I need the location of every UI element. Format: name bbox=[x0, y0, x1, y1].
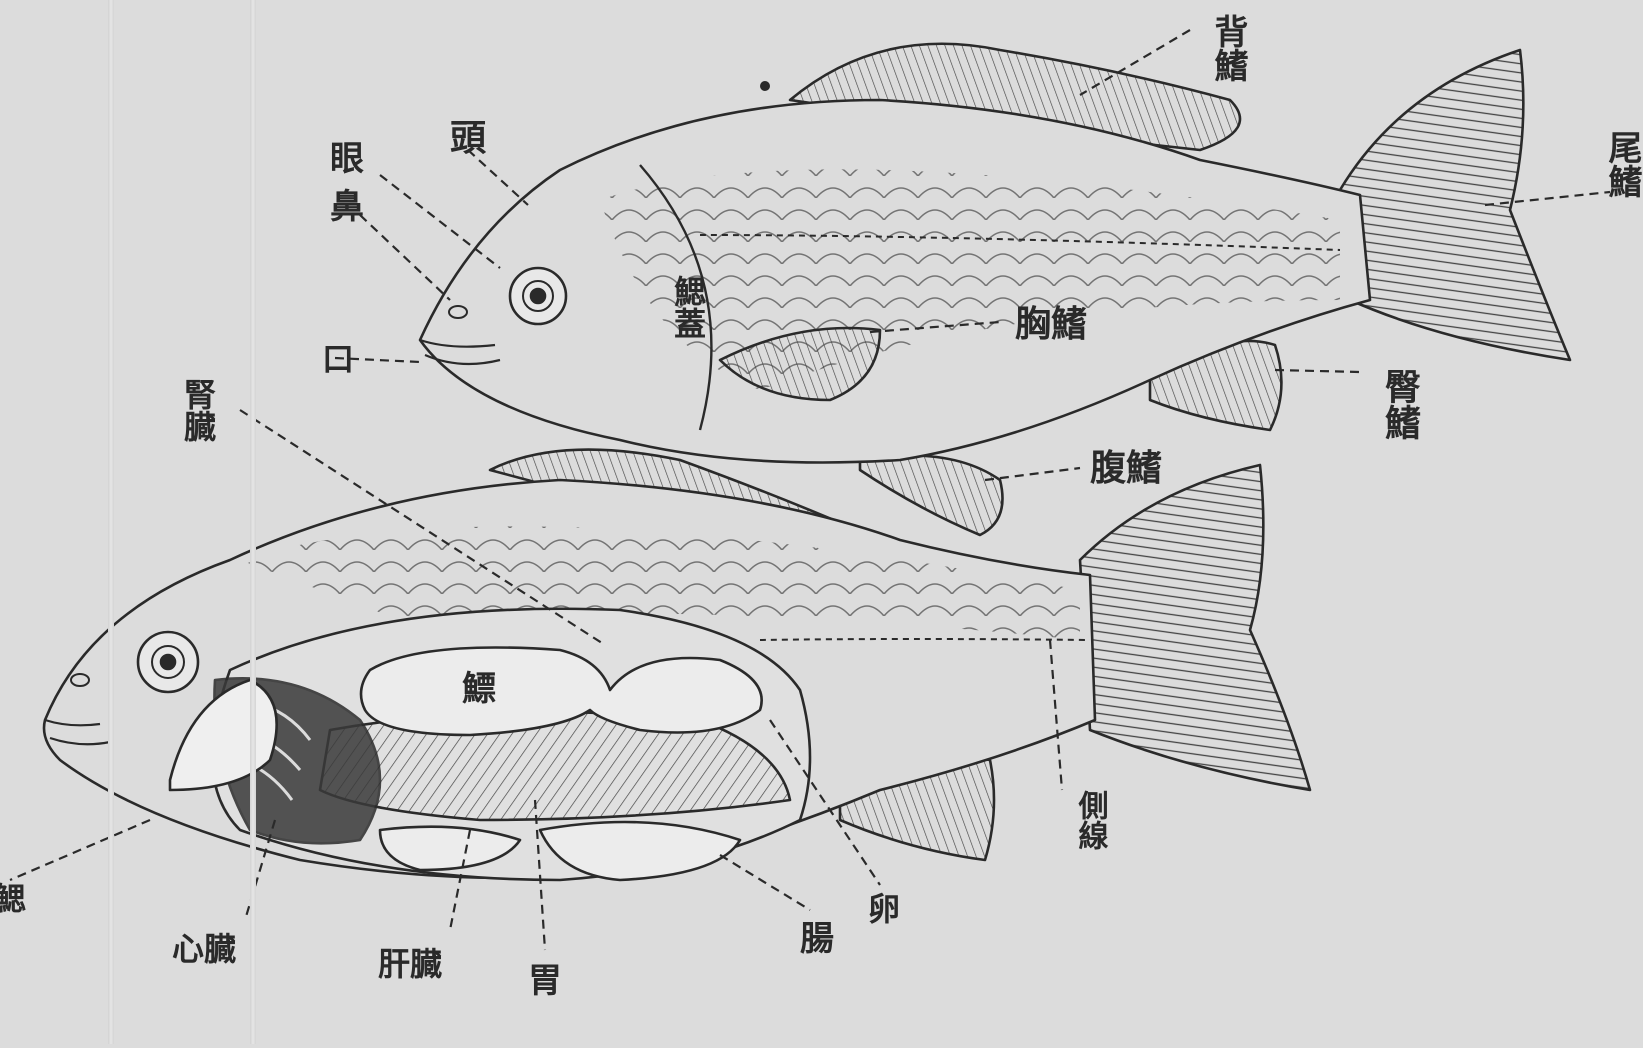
label-anal-fin: 臀鰭 bbox=[1379, 368, 1421, 440]
ink-dot bbox=[760, 81, 770, 91]
label-liver: 肝臓 bbox=[378, 945, 442, 983]
label-swim-bladder: 鰾 bbox=[462, 669, 496, 709]
label-ventral-fin: 腹鰭 bbox=[1090, 447, 1162, 489]
label-eye: 眼 bbox=[330, 139, 364, 179]
lower-swim-bladder bbox=[361, 648, 762, 736]
page-fold-line bbox=[250, 0, 256, 1044]
label-nostril: 鼻 bbox=[330, 187, 364, 227]
lower-lateral-line bbox=[760, 639, 1090, 640]
label-dorsal-fin: 背鰭 bbox=[1208, 14, 1248, 82]
label-mouth: 口 bbox=[322, 340, 354, 378]
page-fold-line bbox=[108, 0, 114, 1044]
label-kidney: 腎臓 bbox=[179, 378, 217, 443]
label-gill-cover: 鰓蓋 bbox=[669, 275, 707, 339]
label-gill: 鰓 bbox=[0, 880, 26, 918]
label-ovary: 卵 bbox=[868, 890, 900, 928]
label-pectoral-fin: 胸鰭 bbox=[1015, 303, 1087, 345]
label-caudal-fin: 尾鰭 bbox=[1602, 130, 1642, 198]
upper-ventral-fin bbox=[860, 456, 1003, 536]
upper-caudal-fin bbox=[1340, 50, 1570, 360]
label-heart: 心臓 bbox=[172, 930, 236, 968]
label-head: 頭 bbox=[450, 117, 487, 159]
label-intestine: 腸 bbox=[800, 919, 834, 959]
label-lateral-line: 側線 bbox=[1073, 790, 1110, 850]
lower-fish bbox=[44, 450, 1310, 880]
lower-caudal-fin bbox=[1080, 465, 1310, 790]
label-stomach: 胃 bbox=[528, 961, 562, 1001]
